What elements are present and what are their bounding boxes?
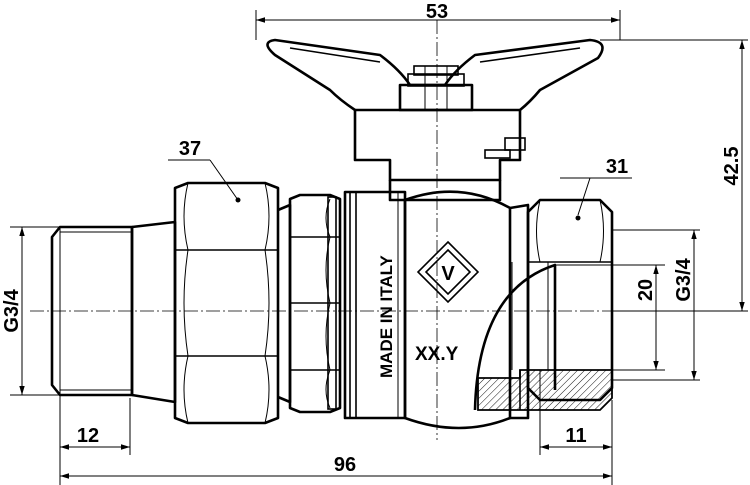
engraved-ring bbox=[343, 190, 407, 420]
dim-96-label: 96 bbox=[334, 454, 356, 476]
female-end bbox=[473, 198, 614, 420]
logo-diamond: V bbox=[416, 240, 480, 304]
union-nut-hex bbox=[130, 181, 280, 425]
made-in-italy-engraving: MADE IN ITALY bbox=[377, 255, 396, 378]
dim-right-thread-label: G3/4 bbox=[673, 257, 695, 301]
dim-42-5-label: 42.5 bbox=[721, 147, 743, 186]
dim-12-label: 12 bbox=[77, 425, 99, 447]
dim-left-thread-label: G3/4 bbox=[1, 288, 23, 332]
logo-letter: V bbox=[441, 263, 455, 285]
stem-and-handle bbox=[266, 38, 604, 202]
dim-53-label: 53 bbox=[426, 1, 448, 23]
label-31: 31 bbox=[606, 156, 628, 178]
valve-outline: V MADE IN ITALY XX.Y bbox=[50, 38, 614, 430]
label-37: 37 bbox=[179, 138, 201, 160]
dim-20-label: 20 bbox=[635, 279, 657, 301]
center-lines bbox=[30, 20, 700, 440]
dim-11-label: 11 bbox=[565, 425, 586, 447]
tail-piece-hex bbox=[277, 193, 342, 414]
